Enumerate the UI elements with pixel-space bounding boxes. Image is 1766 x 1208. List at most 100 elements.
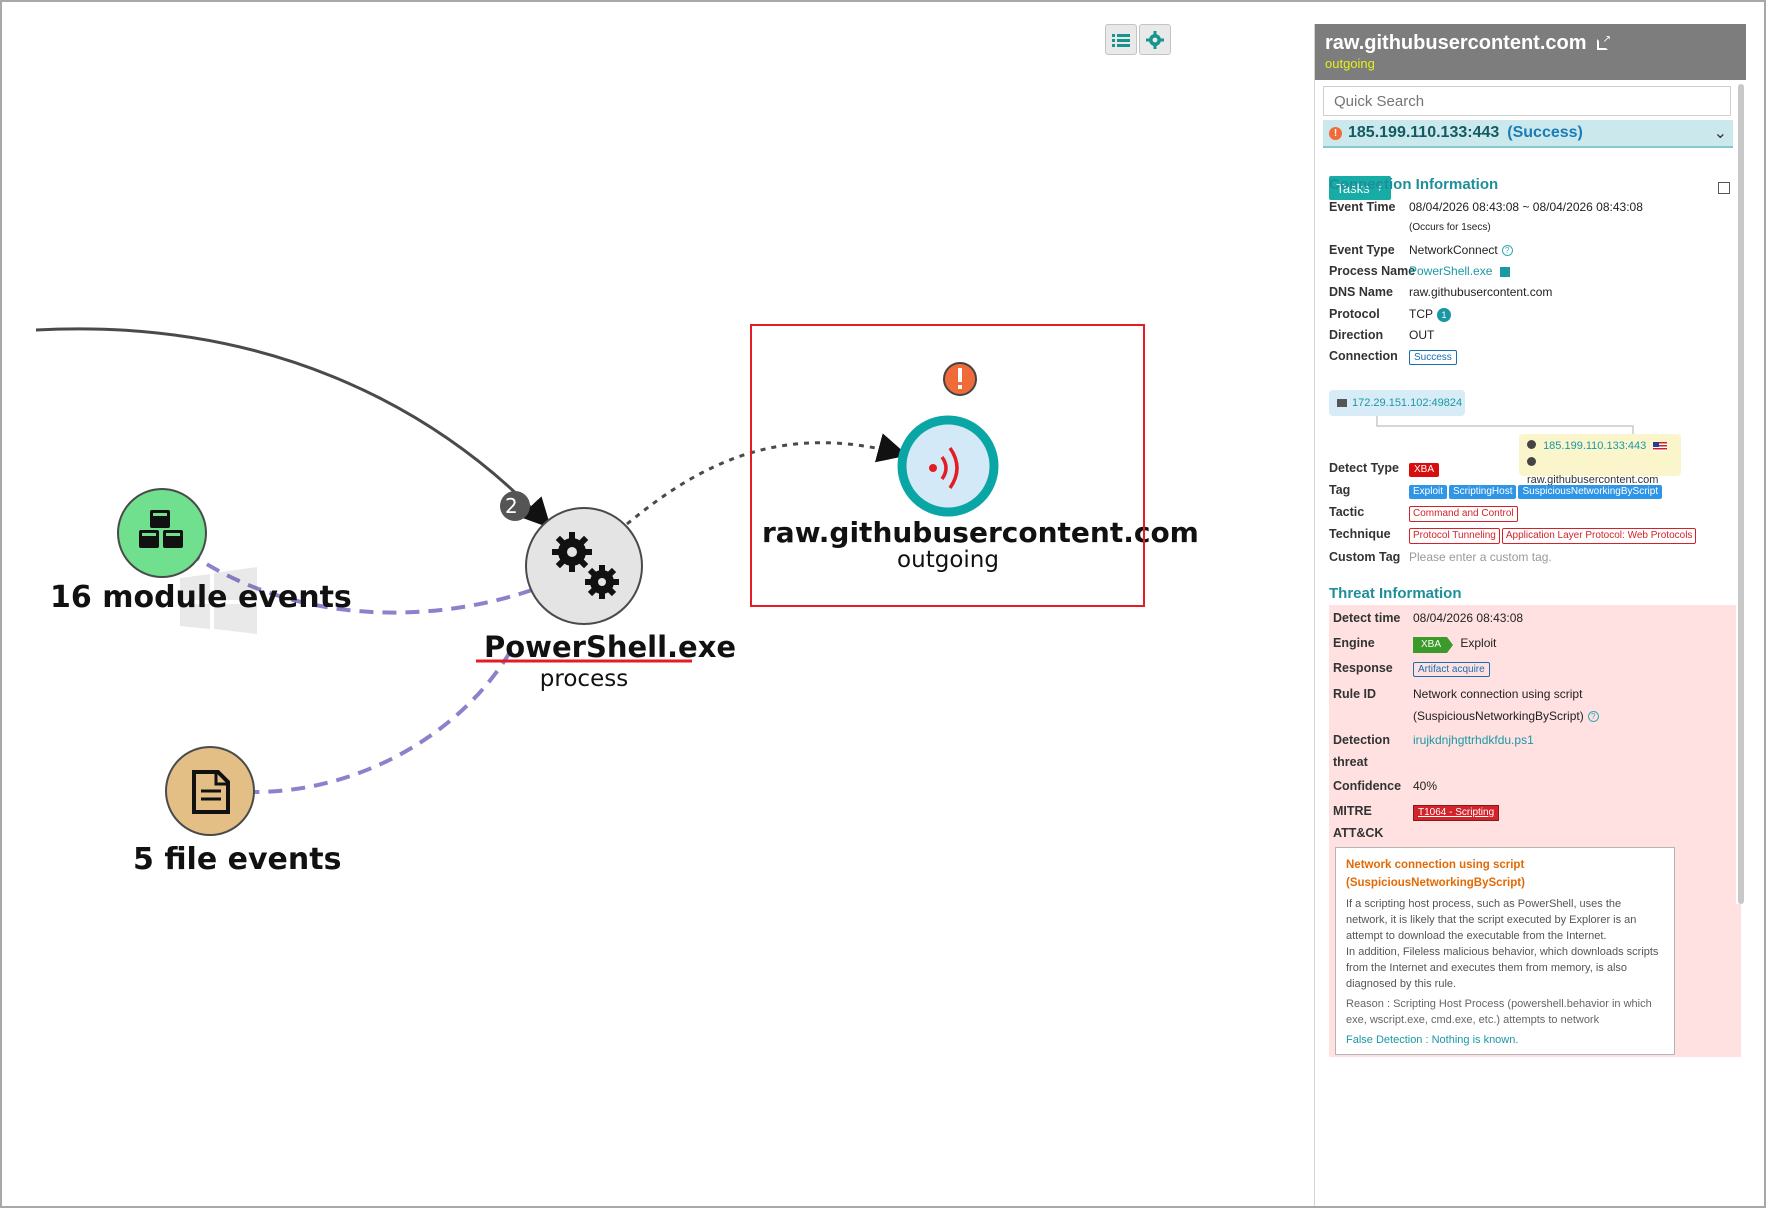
custom-tag-input[interactable]: Please enter a custom tag. [1409, 550, 1552, 564]
edge-count-badge [500, 491, 530, 521]
process-name-link[interactable]: PowerShell.exe [1409, 264, 1493, 278]
open-link-icon[interactable] [1500, 266, 1511, 277]
technique-label: Technique [1329, 527, 1391, 541]
detect-type-label: Detect Type [1329, 461, 1399, 475]
process-node-label: PowerShell.exe process [484, 630, 736, 692]
network-node[interactable] [897, 415, 999, 517]
tactic-badge[interactable]: Command and Control [1409, 506, 1518, 522]
scrollbar-thumb[interactable] [1738, 84, 1744, 904]
occurs-text: (Occurs for 1secs) [1409, 222, 1491, 233]
connection-label: Connection [1329, 349, 1398, 363]
windows-logo-icon [180, 567, 257, 634]
tasks-button[interactable]: Tasks▼ [1329, 176, 1391, 200]
dns-name-value: raw.githubusercontent.com [1409, 285, 1553, 299]
mitre-badge[interactable]: T1064 - Scripting [1413, 805, 1500, 821]
process-name-label: Process Name [1329, 264, 1416, 278]
tag-badge[interactable]: ScriptingHost [1449, 485, 1517, 499]
detail-panel: raw.githubusercontent.com ↗ outgoing ! 1… [1314, 24, 1746, 1206]
module-node[interactable] [117, 488, 207, 578]
rule-id-line1: Network connection using script [1413, 687, 1583, 701]
rule-id-label: Rule ID [1333, 687, 1377, 701]
mitre-label: MITRE [1333, 804, 1372, 818]
engine-badge: XBA [1413, 637, 1454, 653]
settings-button[interactable] [1139, 24, 1171, 55]
technique-badge[interactable]: Application Layer Protocol: Web Protocol… [1501, 528, 1697, 544]
caret-down-icon: ▼ [1375, 183, 1384, 193]
threat-info-area: Detect time 08/04/2026 08:43:08 Engine X… [1329, 605, 1741, 1057]
detect-time-value: 08/04/2026 08:43:08 [1413, 611, 1524, 625]
list-icon [1112, 33, 1130, 47]
process-name-row: Process Name PowerShell.exe [1329, 264, 1739, 286]
chevron-down-icon: ⌄ [1713, 125, 1727, 142]
globe-icon [1527, 457, 1536, 466]
event-type-value: NetworkConnect? [1409, 243, 1513, 257]
network-node-label: raw.githubusercontent.com outgoing [762, 516, 1199, 573]
threat-label: threat [1333, 755, 1368, 769]
event-type-text: NetworkConnect [1409, 243, 1498, 257]
direction-value: OUT [1409, 328, 1435, 342]
help-icon[interactable]: ? [1587, 711, 1599, 723]
help-icon[interactable]: ? [1501, 245, 1513, 257]
rule-id-line2: (SuspiciousNetworkingByScript) [1413, 709, 1584, 723]
technique-badge[interactable]: Protocol Tunneling [1409, 528, 1500, 544]
process-name-value: PowerShell.exe [1409, 264, 1511, 278]
exclamation-icon [943, 362, 977, 396]
detection-label: Detection [1333, 733, 1390, 747]
event-type-row: Event Type NetworkConnect? [1329, 243, 1739, 265]
process-node[interactable] [525, 507, 643, 625]
module-node-label: 16 module events [50, 580, 352, 615]
dns-name-row: DNS Name raw.githubusercontent.com [1329, 285, 1739, 307]
detect-type-row: Detect Type XBA [1329, 461, 1739, 483]
detection-threat-value[interactable]: irujkdnjhgttrhdkfdu.ps1 [1413, 733, 1534, 747]
list-view-button[interactable] [1105, 24, 1137, 55]
alert-icon: ! [1329, 126, 1342, 140]
event-time-value: 08/04/2026 08:43:08 ~ 08/04/2026 08:43:0… [1409, 200, 1643, 214]
response-label: Response [1333, 661, 1393, 675]
protocol-count-badge[interactable]: 1 [1437, 307, 1451, 322]
connection-line [1376, 416, 1634, 434]
response-value: Artifact acquire [1413, 657, 1490, 679]
network-edge [626, 433, 908, 526]
source-address: 172.29.151.102:49824 [1352, 397, 1463, 409]
description-body-2: In addition, Fileless malicious behavior… [1346, 946, 1659, 990]
gear-icon [1146, 30, 1164, 49]
description-false-detection: False Detection : Nothing is known. [1346, 1034, 1519, 1046]
protocol-label: Protocol [1329, 307, 1380, 321]
document-view-icon[interactable] [1718, 182, 1730, 194]
source-endpoint[interactable]: 172.29.151.102:49824 [1329, 390, 1465, 416]
globe-icon [1527, 440, 1536, 449]
panel-scrollbar[interactable] [1736, 84, 1746, 904]
connection-select[interactable]: ! 185.199.110.133:443 (Success) ⌄ [1323, 120, 1733, 148]
tactic-row: Tactic Command and Control [1329, 505, 1739, 527]
cubes-icon [139, 510, 183, 548]
panel-header: raw.githubusercontent.com ↗ outgoing [1315, 24, 1746, 80]
dns-name-label: DNS Name [1329, 285, 1393, 299]
tactic-value: Command and Control [1409, 505, 1520, 522]
monitor-icon [1337, 399, 1347, 407]
direction-row: Direction OUT [1329, 328, 1739, 350]
graph-edges [35, 327, 999, 836]
quick-search-input[interactable] [1323, 86, 1731, 116]
rule-id-line2-wrap: (SuspiciousNetworkingByScript)? [1413, 705, 1599, 727]
edge-count-text: 2 [505, 494, 518, 518]
panel-title: raw.githubusercontent.com [1325, 32, 1587, 54]
engine-text: Exploit [1460, 636, 1497, 650]
tag-badge[interactable]: SuspiciousNetworkingByScript [1518, 485, 1663, 499]
tag-badge[interactable]: Exploit [1409, 485, 1448, 499]
file-node[interactable] [165, 746, 255, 836]
connection-info-title: Connection Information [1329, 176, 1499, 193]
detect-type-value: XBA [1409, 461, 1440, 477]
destination-endpoint[interactable]: 185.199.110.133:443 raw.githubuserconten… [1519, 434, 1681, 486]
response-badge[interactable]: Artifact acquire [1413, 662, 1490, 677]
description-body: If a scripting host process, such as Pow… [1346, 898, 1637, 942]
external-link-icon[interactable]: ↗ [1596, 35, 1611, 51]
direction-label: Direction [1329, 328, 1384, 342]
description-title-line1: Network connection using script [1346, 859, 1525, 871]
event-graph[interactable]: 2 16 module events 5 file events PowerSh… [2, 2, 1312, 1206]
module-edge [195, 556, 533, 615]
network-type: outgoing [897, 547, 999, 573]
tag-label: Tag [1329, 483, 1351, 497]
